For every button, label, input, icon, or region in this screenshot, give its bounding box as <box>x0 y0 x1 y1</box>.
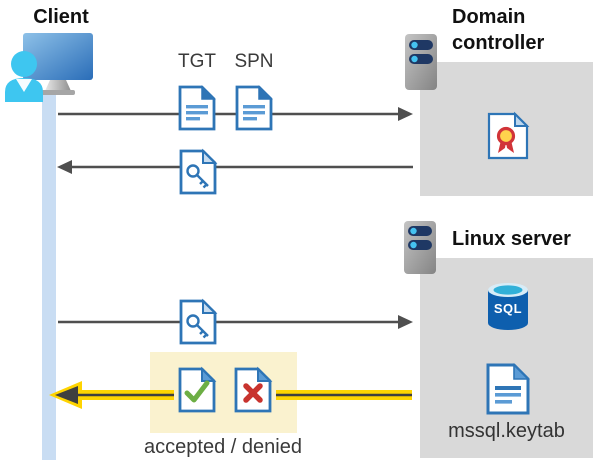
arrow-client-to-linux <box>58 315 413 329</box>
linux-server-icon <box>404 221 436 274</box>
person-icon <box>5 51 43 102</box>
key-glyph <box>186 164 209 189</box>
check-icon <box>184 380 210 403</box>
domain-controller-label: Domain controller <box>452 6 545 54</box>
arrow-client-to-dc <box>58 107 413 121</box>
cross-icon <box>243 383 263 403</box>
spn-label: SPN <box>234 51 274 72</box>
denied-document-icon <box>234 366 273 413</box>
result-label: accepted / denied <box>144 436 302 458</box>
tgt-document-icon <box>178 85 216 131</box>
keytab-label: mssql.keytab <box>448 420 565 442</box>
spn-document-icon <box>235 85 273 131</box>
tgt-label: TGT <box>178 51 216 72</box>
arrow-dc-to-client <box>57 160 413 174</box>
sql-database-label: SQL <box>493 301 523 316</box>
monitor-icon <box>23 33 93 95</box>
client-user-computer-icon <box>5 33 93 102</box>
sql-database-icon: SQL <box>485 281 531 333</box>
client-label: Client <box>33 6 89 28</box>
key-document-icon <box>179 298 218 345</box>
key-document-icon <box>179 148 218 195</box>
certificate-seal-icon <box>496 126 516 153</box>
domain-controller-server-icon <box>405 34 437 90</box>
certificate-document-icon <box>487 111 530 160</box>
arrow-linux-to-client-highlighted <box>49 381 412 409</box>
result-highlight-box <box>150 352 297 433</box>
accepted-document-icon <box>178 366 217 413</box>
keytab-document-icon <box>486 363 530 415</box>
key-glyph <box>186 314 209 339</box>
client-lifeline <box>42 95 56 460</box>
linux-server-label: Linux server <box>452 228 571 250</box>
